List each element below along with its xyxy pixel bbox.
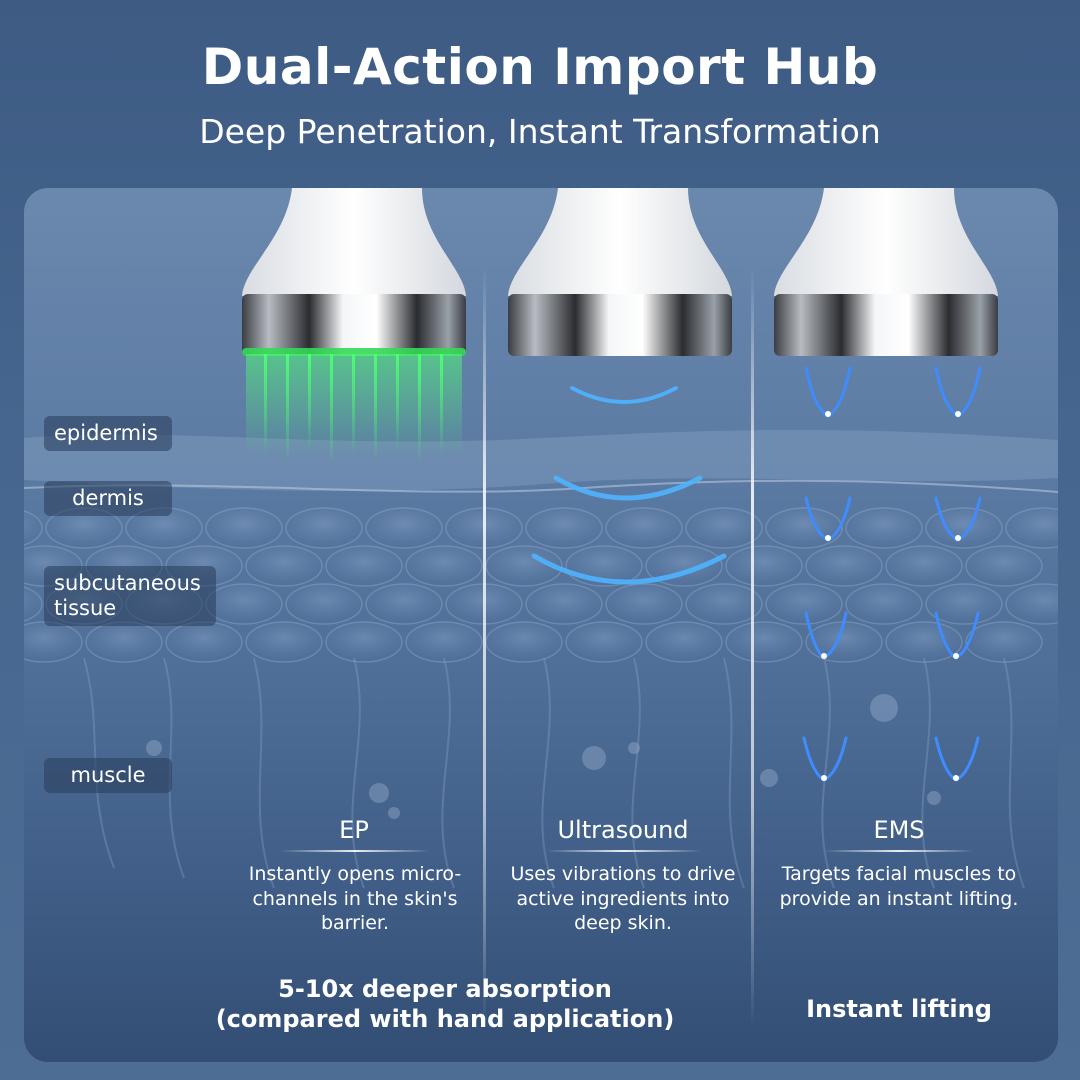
- fat-cell: [845, 583, 923, 625]
- fat-cell: [365, 583, 443, 625]
- ems-device-head: [774, 188, 998, 356]
- fat-cell: [205, 507, 283, 549]
- subcutaneous-cells: [24, 507, 1058, 663]
- fat-cell: [525, 583, 603, 625]
- fat-cell: [405, 621, 483, 663]
- fat-cell: [24, 586, 43, 622]
- fat-cell: [725, 621, 803, 663]
- fat-cell: [1005, 583, 1058, 625]
- fat-cell: [405, 545, 483, 587]
- absorption-claim: 5-10x deeper absorption (compared with h…: [215, 975, 675, 1033]
- fat-cell: [885, 545, 963, 587]
- dermis-line: [24, 479, 1058, 493]
- ep-title: EP: [339, 816, 369, 844]
- fat-cell: [205, 583, 283, 625]
- fat-cell: [285, 507, 363, 549]
- fat-cell: [24, 621, 83, 663]
- skin-diagram-panel: epidermis dermis subcutaneous tissue mus…: [24, 188, 1058, 1062]
- fat-cell: [245, 621, 323, 663]
- layer-label-epidermis: epidermis: [44, 416, 172, 452]
- fat-cell: [1005, 507, 1058, 549]
- layer-label-muscle: muscle: [44, 758, 172, 794]
- ems-title-underline: [824, 850, 974, 852]
- page-title: Dual-Action Import Hub: [201, 38, 879, 96]
- fat-cell: [805, 545, 883, 587]
- page-subtitle: Deep Penetration, Instant Transformation: [199, 112, 881, 151]
- fat-cell: [765, 583, 843, 625]
- fat-cell: [925, 583, 1003, 625]
- fat-cell: [685, 583, 763, 625]
- fat-cell: [805, 621, 883, 663]
- fat-cell: [365, 507, 443, 549]
- lifting-claim: Instant lifting: [806, 995, 992, 1023]
- ultrasound-device-head: [508, 188, 732, 356]
- muscle-fibers: [83, 657, 1025, 889]
- fat-cell: [24, 510, 43, 546]
- ems-description: Targets facial muscles to provide an ins…: [779, 863, 1019, 910]
- ultrasound-waves: [531, 386, 727, 585]
- ems-pulse-points: [821, 411, 961, 781]
- ultrasound-title: Ultrasound: [557, 816, 689, 844]
- fat-cell: [925, 507, 1003, 549]
- fat-cell: [525, 507, 603, 549]
- ep-green-light-beams: [246, 354, 462, 466]
- divider-2: [751, 268, 754, 1028]
- epidermis-band: [24, 429, 1058, 492]
- fat-cell: [325, 545, 403, 587]
- ultrasound-description: Uses vibrations to drive active ingredie…: [510, 863, 736, 935]
- fat-cell: [485, 621, 563, 663]
- fat-cell: [845, 507, 923, 549]
- fat-cell: [885, 621, 963, 663]
- ems-title: EMS: [873, 816, 925, 844]
- ep-title-underline: [280, 850, 430, 852]
- bubbles: [146, 694, 941, 819]
- skin-layers-illustration: [24, 188, 1058, 1028]
- divider-1: [483, 268, 486, 1028]
- layer-label-dermis: dermis: [44, 481, 172, 517]
- fat-cell: [85, 621, 163, 663]
- fat-cell: [725, 545, 803, 587]
- fat-cell: [605, 583, 683, 625]
- ep-device-head: [242, 188, 466, 356]
- fat-cell: [965, 545, 1043, 587]
- fat-cell: [325, 621, 403, 663]
- ultrasound-title-underline: [546, 850, 702, 852]
- fat-cell: [645, 621, 723, 663]
- layer-label-subcutaneous: subcutaneous tissue: [44, 566, 216, 627]
- fat-cell: [565, 621, 643, 663]
- ep-description: Instantly opens micro-channels in the sk…: [248, 863, 462, 935]
- fat-cell: [765, 507, 843, 549]
- fat-cell: [245, 545, 323, 587]
- fat-cell: [685, 507, 763, 549]
- fat-cell: [605, 507, 683, 549]
- fat-cell: [165, 621, 243, 663]
- fat-cell: [965, 621, 1043, 663]
- fat-cell: [285, 583, 363, 625]
